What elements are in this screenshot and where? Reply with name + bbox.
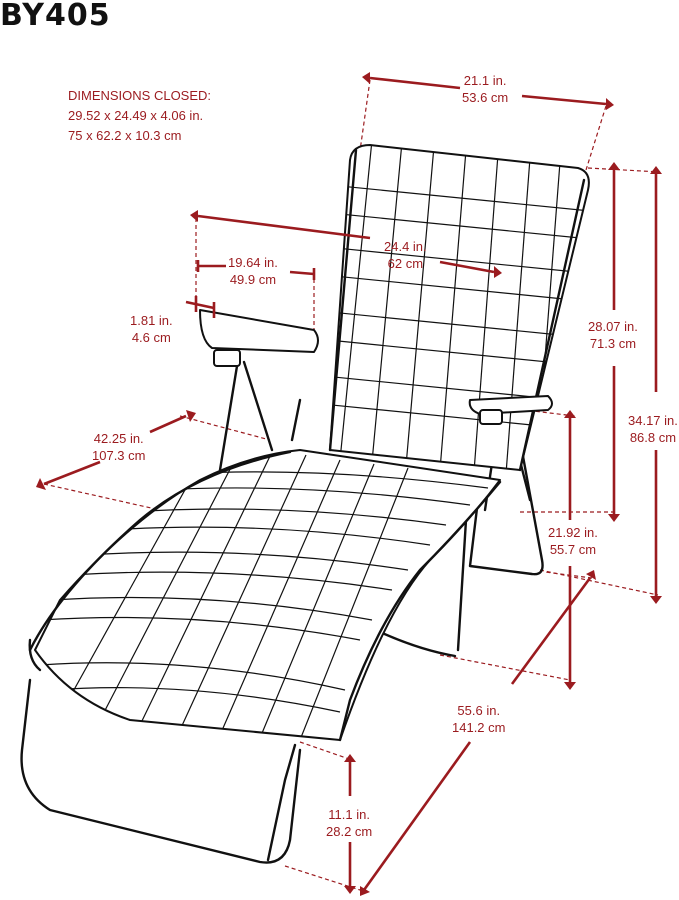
seat-depth-in: 42.25 in. xyxy=(93,431,144,446)
seat-height-cm: 28.2 cm xyxy=(326,824,373,839)
armrest-length-cm: 49.9 cm xyxy=(229,272,277,287)
armrest-width-cm: 4.6 cm xyxy=(131,330,171,345)
overall-height-cm: 86.8 cm xyxy=(629,430,677,445)
armrest-width-in: 1.81 in. xyxy=(130,313,173,328)
overall-width-cm: 62 cm xyxy=(387,256,424,271)
backrest-height-in: 28.07 in. xyxy=(588,319,638,334)
backrest-height-cm: 71.3 cm xyxy=(589,336,637,351)
seat xyxy=(28,449,502,742)
seat-depth-cm: 107.3 cm xyxy=(92,448,146,463)
dimensions-closed-title: DIMENSIONS CLOSED: xyxy=(68,88,212,103)
overall-length-in: 55.6 in. xyxy=(457,703,501,718)
model-number: BY405 xyxy=(0,0,111,33)
armrest-height-cm: 55.7 cm xyxy=(549,542,597,557)
overall-width-label: 24.4 in. 62 cm xyxy=(384,238,427,272)
dimensions-closed-cm: 75 x 62.2 x 10.3 cm xyxy=(68,128,182,143)
overall-width-in: 24.4 in. xyxy=(384,239,427,254)
seat-height-in: 11.1 in. xyxy=(328,807,370,822)
overall-height-label: 34.17 in. 86.8 cm xyxy=(628,412,678,446)
armrest-length-in: 19.64 in. xyxy=(228,255,278,270)
armrest-length-label: 19.64 in. 49.9 cm xyxy=(228,254,278,288)
back-width-label: 21.1 in. 53.6 cm xyxy=(462,72,508,106)
armrest-width-label: 1.81 in. 4.6 cm xyxy=(130,312,173,346)
back-width-cm: 53.6 cm xyxy=(462,90,509,105)
dimensions-closed-inches: 29.52 x 24.49 x 4.06 in. xyxy=(68,108,204,123)
backrest xyxy=(328,144,590,472)
dimensions-closed: DIMENSIONS CLOSED: 29.52 x 24.49 x 4.06 … xyxy=(68,86,211,146)
backrest-height-label: 28.07 in. 71.3 cm xyxy=(588,318,638,352)
overall-length-cm: 141.2 cm xyxy=(452,720,506,735)
armrest-height-in: 21.92 in. xyxy=(548,525,598,540)
seat-height-label: 11.1 in. 28.2 cm xyxy=(326,806,372,840)
armrest-height-label: 21.92 in. 55.7 cm xyxy=(548,524,598,558)
seat-depth-label: 42.25 in. 107.3 cm xyxy=(92,430,145,464)
overall-height-in: 34.17 in. xyxy=(628,413,678,428)
overall-length-label: 55.6 in. 141.2 cm xyxy=(452,702,505,736)
back-width-in: 21.1 in. xyxy=(463,73,507,88)
dimension-lines xyxy=(36,72,662,896)
armrests xyxy=(199,309,553,425)
